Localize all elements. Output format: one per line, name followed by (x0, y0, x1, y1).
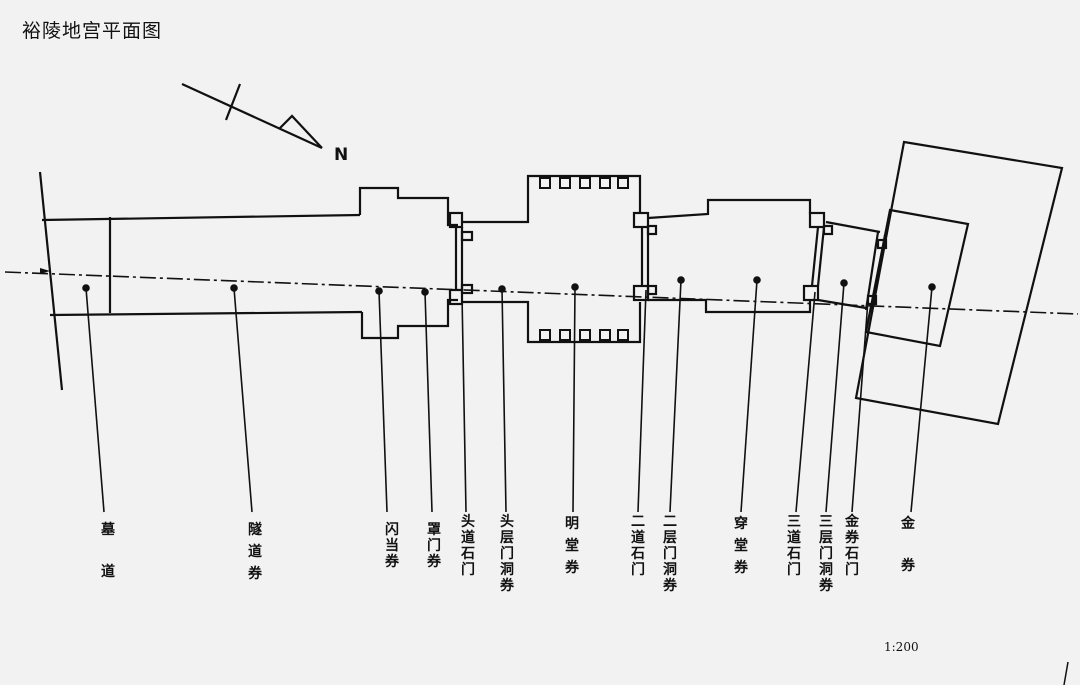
label-toucengmen: 头层门洞券 (500, 514, 514, 594)
door-erdao (632, 211, 658, 302)
label-sancengmen: 三层门洞券 (819, 514, 833, 594)
jinquan-chamber (854, 140, 1064, 426)
label-chuantang: 穿堂券 (734, 516, 748, 576)
north-arrow (181, 82, 323, 150)
center-axis (4, 271, 1079, 315)
leader-lines (82, 276, 936, 513)
label-ercengmen: 二层门洞券 (663, 514, 677, 594)
label-suidao: 隧道券 (248, 522, 262, 582)
label-shandang: 闪当券 (385, 522, 399, 570)
page-title: 裕陵地宫平面图 (22, 20, 163, 42)
label-jinquan: 金券 (901, 516, 915, 574)
label-jinquanmen: 金券石门 (845, 514, 859, 578)
chuantang-chamber (647, 198, 812, 314)
north-label: N (334, 145, 348, 165)
label-sandao: 三道石门 (787, 514, 801, 578)
entrance-line (38, 171, 64, 391)
label-zhaomen: 罩门券 (427, 522, 441, 570)
label-mingtang: 明堂券 (565, 516, 579, 576)
scale-label: 1:200 (884, 640, 919, 654)
jinquanmen-passage (817, 220, 888, 313)
label-erdao: 二道石门 (631, 514, 645, 578)
label-toudao: 头道石门 (461, 514, 475, 578)
label-mudao: 墓道 (101, 522, 115, 580)
corridor (41, 186, 458, 340)
mingtang-chamber (462, 174, 642, 344)
door-sandao (802, 211, 834, 302)
